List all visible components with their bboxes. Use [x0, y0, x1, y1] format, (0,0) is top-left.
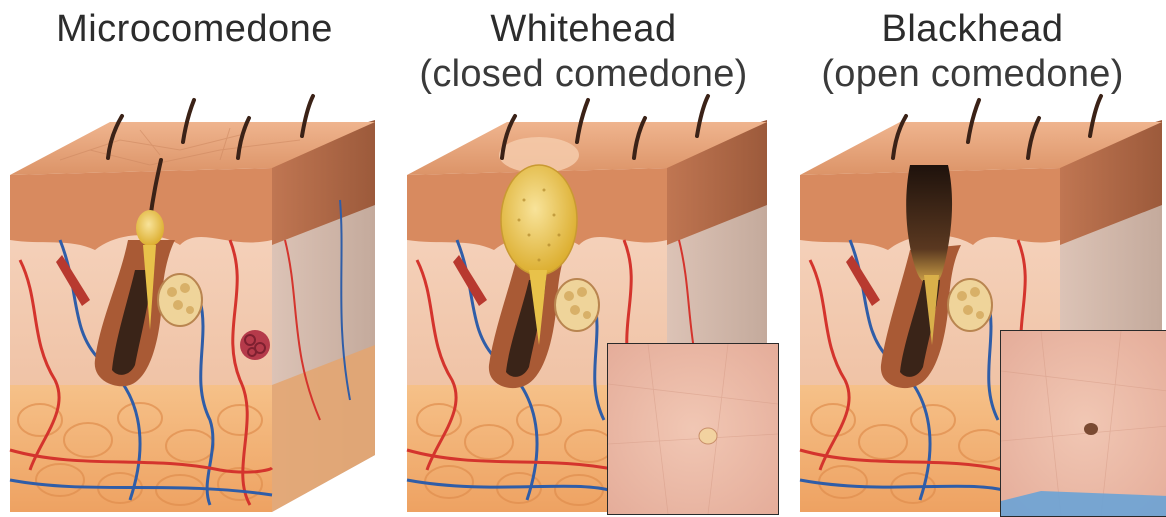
sebaceous-gland: [555, 279, 599, 331]
blackhead-photo-inset: [1000, 330, 1166, 517]
sebum-plug: [136, 210, 164, 246]
skin-cross-section-illustration: [0, 0, 389, 512]
sebaceous-gland: [948, 279, 992, 331]
panel-whitehead: Whitehead (closed comedone): [389, 0, 778, 512]
panel-microcomedone: Microcomedone: [0, 0, 389, 512]
whitehead-photo-inset: [607, 343, 779, 515]
sebaceous-gland: [158, 274, 202, 326]
panel-blackhead: Blackhead (open comedone): [778, 0, 1166, 512]
